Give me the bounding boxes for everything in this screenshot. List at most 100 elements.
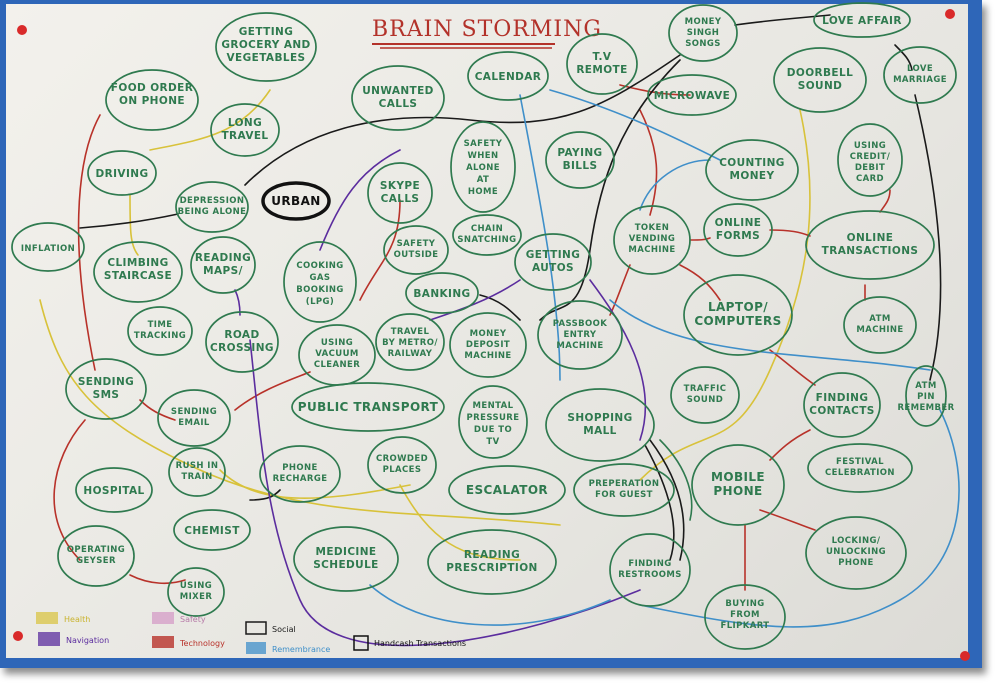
node-inflation: INFLATION xyxy=(11,222,85,272)
node-label: LAPTOP/COMPUTERS xyxy=(694,300,781,328)
node-laptop: LAPTOP/COMPUTERS xyxy=(683,274,793,356)
legend-navigation: Navigation xyxy=(38,632,109,646)
svg-text:Navigation: Navigation xyxy=(66,636,109,645)
node-banking: BANKING xyxy=(405,272,479,314)
node-hospital: HOSPITAL xyxy=(75,467,153,513)
legend-health: Health xyxy=(36,612,90,624)
chart-paper-sheet xyxy=(6,4,968,658)
node-urban: URBAN xyxy=(261,181,331,221)
title-group: BRAIN STORMING xyxy=(372,17,602,49)
pin-icon xyxy=(13,631,23,641)
pin-icon xyxy=(960,651,970,661)
legend-social: Social xyxy=(245,621,296,635)
pin-icon xyxy=(945,9,955,19)
node-driving: DRIVING xyxy=(87,150,157,196)
pins xyxy=(13,9,970,661)
node-label: HOSPITAL xyxy=(83,485,144,497)
node-label: URBAN xyxy=(271,194,320,208)
node-calendar: CALENDAR xyxy=(467,51,549,101)
node-label: LOVE AFFAIR xyxy=(822,15,902,27)
node-love-affair: LOVE AFFAIR xyxy=(813,2,911,38)
node-label: INFLATION xyxy=(21,244,75,254)
node-label: MICROWAVE xyxy=(654,90,731,102)
svg-text:Technology: Technology xyxy=(179,639,225,648)
svg-text:Remembrance: Remembrance xyxy=(272,645,330,654)
node-label: CHEMIST xyxy=(184,525,240,537)
node-label: BANKING xyxy=(413,288,470,300)
page-title: BRAIN STORMING xyxy=(372,17,602,42)
legend: Health Safety Social Navigation Technolo… xyxy=(36,612,466,654)
